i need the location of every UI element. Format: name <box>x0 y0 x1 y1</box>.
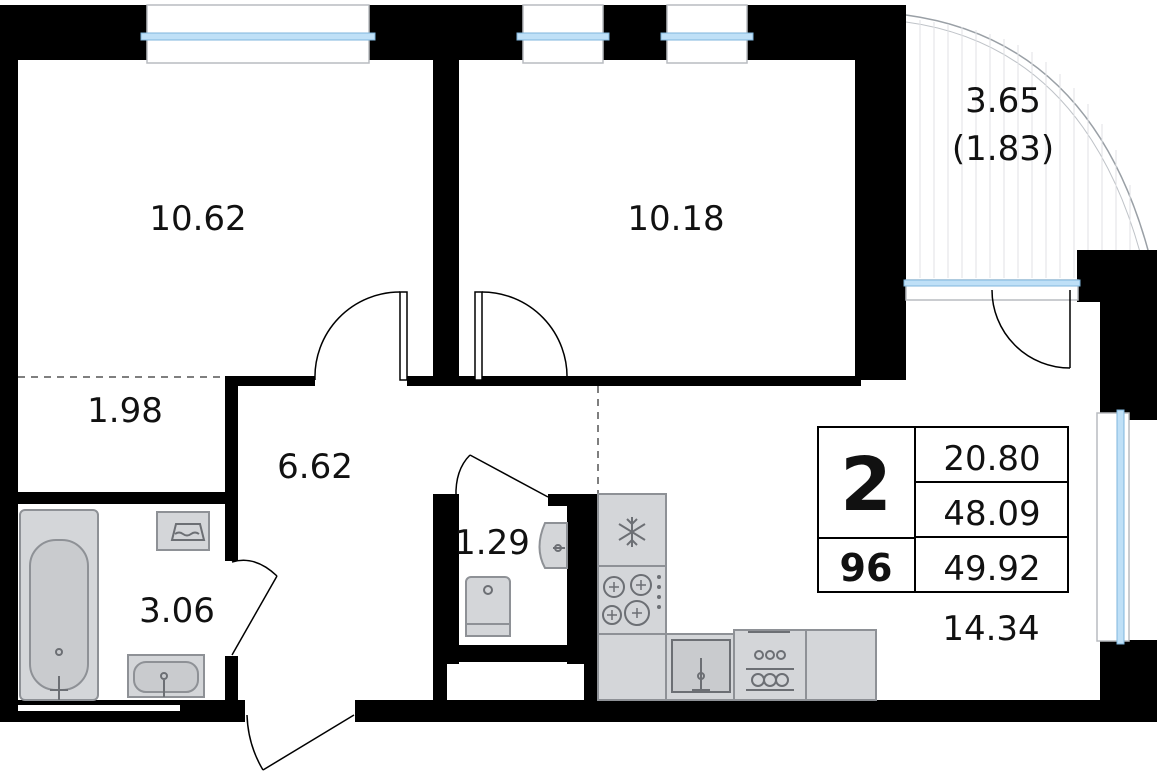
doors <box>231 289 1071 771</box>
snowflake-icon <box>618 517 646 547</box>
bedroom-1-area: 10.62 <box>149 199 246 239</box>
balcony-area: 3.65 <box>965 81 1041 121</box>
top-right-wall <box>855 5 906 263</box>
total-area-with-balcony: 49.92 <box>943 549 1040 589</box>
toilet-sink-icon <box>538 522 568 569</box>
apartment-number: 96 <box>840 546 893 590</box>
bedroom-2-area: 10.18 <box>627 199 724 239</box>
bedroom-right-wall <box>855 240 906 380</box>
door-toilet <box>455 454 471 498</box>
kitchen-counter <box>597 633 669 701</box>
total-area: 48.09 <box>943 494 1040 534</box>
left-wall <box>0 5 18 720</box>
hall-area: 6.62 <box>277 447 353 487</box>
door-bathroom <box>231 559 278 577</box>
door-balcony <box>991 289 1071 369</box>
top-wall <box>0 5 906 60</box>
toilet-area: 1.29 <box>454 523 530 563</box>
hall-left-wall <box>225 376 238 561</box>
hall-top-wall <box>233 376 315 386</box>
storage-area: 1.98 <box>87 391 163 431</box>
washing-machine-icon <box>733 629 807 701</box>
toilet-left-wall <box>433 494 459 664</box>
door-bedroom-2 <box>481 291 568 381</box>
windows <box>140 4 1130 645</box>
bathtub-icon <box>19 509 99 701</box>
apartment-summary <box>817 426 1069 593</box>
bedrooms-divider <box>433 55 459 385</box>
washing-basin-icon <box>156 511 210 551</box>
bottom-wall-right <box>355 700 1157 722</box>
sink-icon <box>127 654 205 698</box>
door-bedroom-1 <box>314 291 401 381</box>
stove-icon <box>597 565 667 635</box>
living-area: 20.80 <box>943 439 1040 479</box>
bedroom-2-bottom-wall <box>459 376 861 386</box>
toilet-right-wall <box>567 494 598 664</box>
kitchen-right-wall-top <box>1100 250 1157 420</box>
bathroom-area: 3.06 <box>139 591 215 631</box>
rooms-count: 2 <box>840 442 892 528</box>
fridge <box>597 493 667 567</box>
balcony <box>905 14 1149 280</box>
kitchen-counter-end <box>805 629 877 701</box>
balcony-reduced-area: (1.83) <box>952 129 1054 169</box>
toilet-icon <box>465 576 511 637</box>
kitchen-sink-icon <box>665 633 737 701</box>
kitchen-area: 14.34 <box>942 609 1039 649</box>
toilet-bottom-wall <box>433 645 598 662</box>
door-entrance <box>246 714 264 771</box>
bathroom-top-wall <box>0 492 238 504</box>
